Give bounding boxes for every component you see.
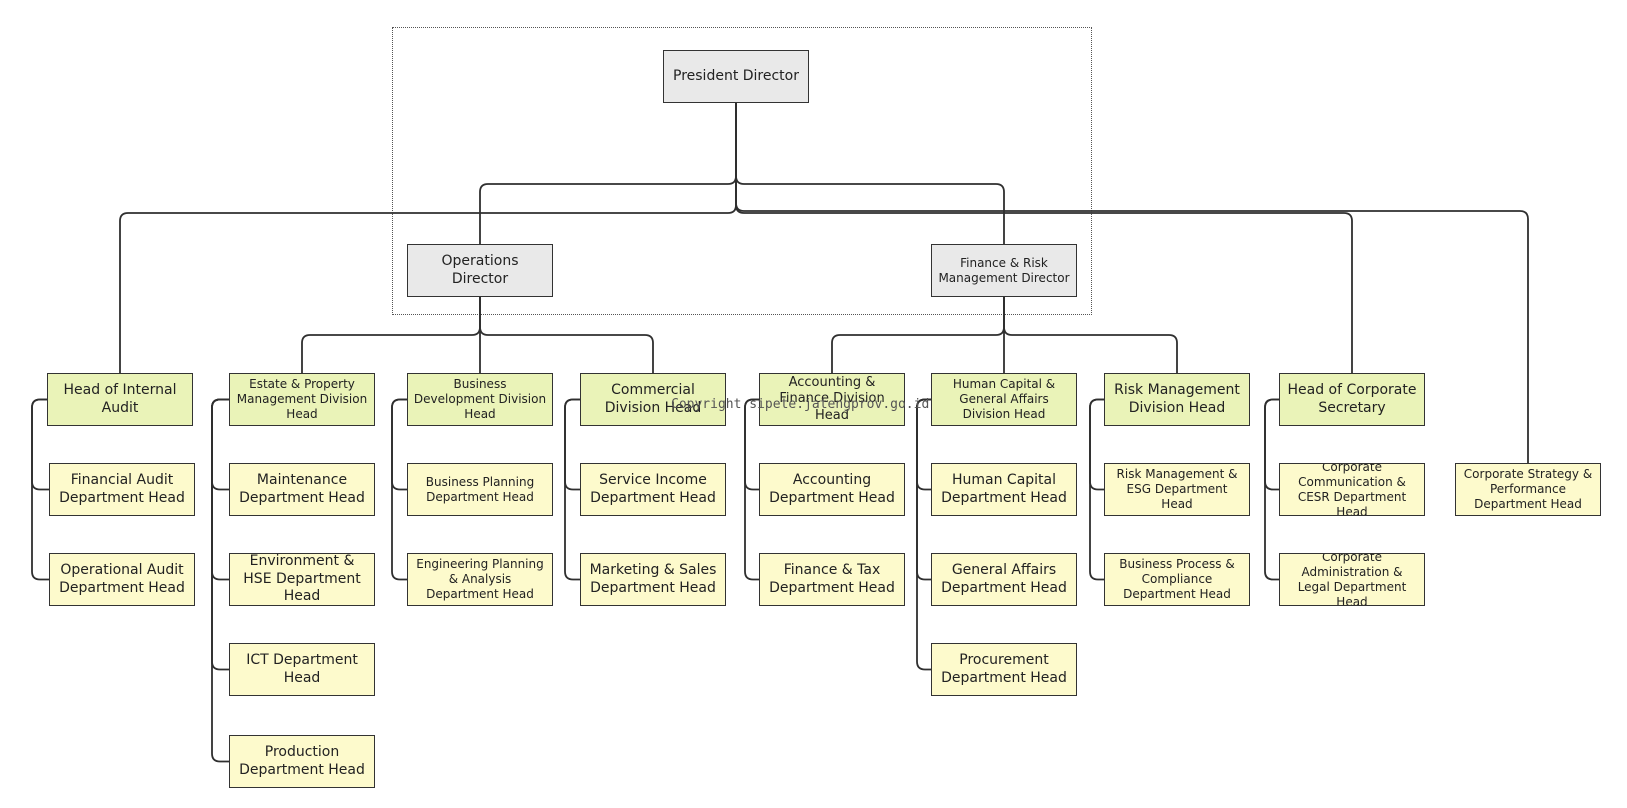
- connector-estate-prod: [211, 398, 229, 763]
- connector-comm-service: [564, 398, 580, 491]
- connector-audit-oa: [31, 398, 49, 581]
- connector-estate-maint: [211, 398, 229, 491]
- org-box-risk: Risk Management Division Head: [1104, 373, 1250, 426]
- org-box-ops: Operations Director: [407, 244, 553, 297]
- org-box-eng: Engineering Planning & Analysis Departme…: [407, 553, 553, 606]
- org-box-president: President Director: [663, 50, 809, 103]
- org-box-bizplan: Business Planning Department Head: [407, 463, 553, 516]
- connector-president-strategy: [735, 103, 1529, 463]
- org-box-maint: Maintenance Department Head: [229, 463, 375, 516]
- connector-risk-esg: [1089, 398, 1104, 491]
- org-box-env: Environment & HSE Department Head: [229, 553, 375, 606]
- org-box-strategy: Corporate Strategy & Performance Departm…: [1455, 463, 1601, 516]
- directors-group-frame: [392, 27, 1092, 315]
- org-box-estate: Estate & Property Management Division He…: [229, 373, 375, 426]
- org-box-hcd: Human Capital Department Head: [931, 463, 1077, 516]
- org-box-acc: Accounting Department Head: [759, 463, 905, 516]
- org-box-accfin: Accounting & Finance Division Head: [759, 373, 905, 426]
- org-box-service: Service Income Department Head: [580, 463, 726, 516]
- org-box-prod: Production Department Head: [229, 735, 375, 788]
- org-box-legal: Corporate Administration & Legal Departm…: [1279, 553, 1425, 606]
- connector-fin-risk: [1003, 297, 1178, 373]
- org-box-audit: Head of Internal Audit: [47, 373, 193, 426]
- connector-bizdev-eng: [391, 398, 407, 581]
- connector-estate-ict: [211, 398, 229, 671]
- connector-risk-bpc: [1089, 398, 1104, 581]
- connector-fin-accfin: [831, 297, 1005, 373]
- org-box-market: Marketing & Sales Department Head: [580, 553, 726, 606]
- org-box-corpsec: Head of Corporate Secretary: [1279, 373, 1425, 426]
- connector-president-corpsec: [735, 103, 1353, 373]
- watermark: Copyright sipete.jatengprov.go.id: [671, 397, 930, 412]
- connector-ops-estate: [301, 297, 481, 373]
- org-box-oa: Operational Audit Department Head: [49, 553, 195, 606]
- org-box-bpc: Business Process & Compliance Department…: [1104, 553, 1250, 606]
- connector-president-ops: [479, 103, 737, 244]
- connector-bizdev-bizplan: [391, 398, 407, 491]
- connector-hc-proc: [916, 398, 931, 671]
- org-box-bizdev: Business Development Division Head: [407, 373, 553, 426]
- connector-hc-hcd: [916, 398, 931, 491]
- connector-president-audit: [119, 103, 737, 373]
- org-box-tax: Finance & Tax Department Head: [759, 553, 905, 606]
- org-box-proc: Procurement Department Head: [931, 643, 1077, 696]
- org-box-ict: ICT Department Head: [229, 643, 375, 696]
- org-box-fa: Financial Audit Department Head: [49, 463, 195, 516]
- connector-corpsec-legal: [1264, 398, 1279, 581]
- org-box-cesr: Corporate Communication & CESR Departmen…: [1279, 463, 1425, 516]
- org-box-fin: Finance & Risk Management Director: [931, 244, 1077, 297]
- connector-accfin-tax: [744, 398, 759, 581]
- connector-accfin-acc: [744, 398, 759, 491]
- org-box-ga: General Affairs Department Head: [931, 553, 1077, 606]
- connector-ops-comm: [479, 297, 654, 373]
- org-box-comm: Commercial Division Head: [580, 373, 726, 426]
- connector-president-fin: [735, 103, 1005, 244]
- org-box-esg: Risk Management & ESG Department Head: [1104, 463, 1250, 516]
- connector-comm-market: [564, 398, 580, 581]
- connector-corpsec-cesr: [1264, 398, 1279, 491]
- org-box-hc: Human Capital & General Affairs Division…: [931, 373, 1077, 426]
